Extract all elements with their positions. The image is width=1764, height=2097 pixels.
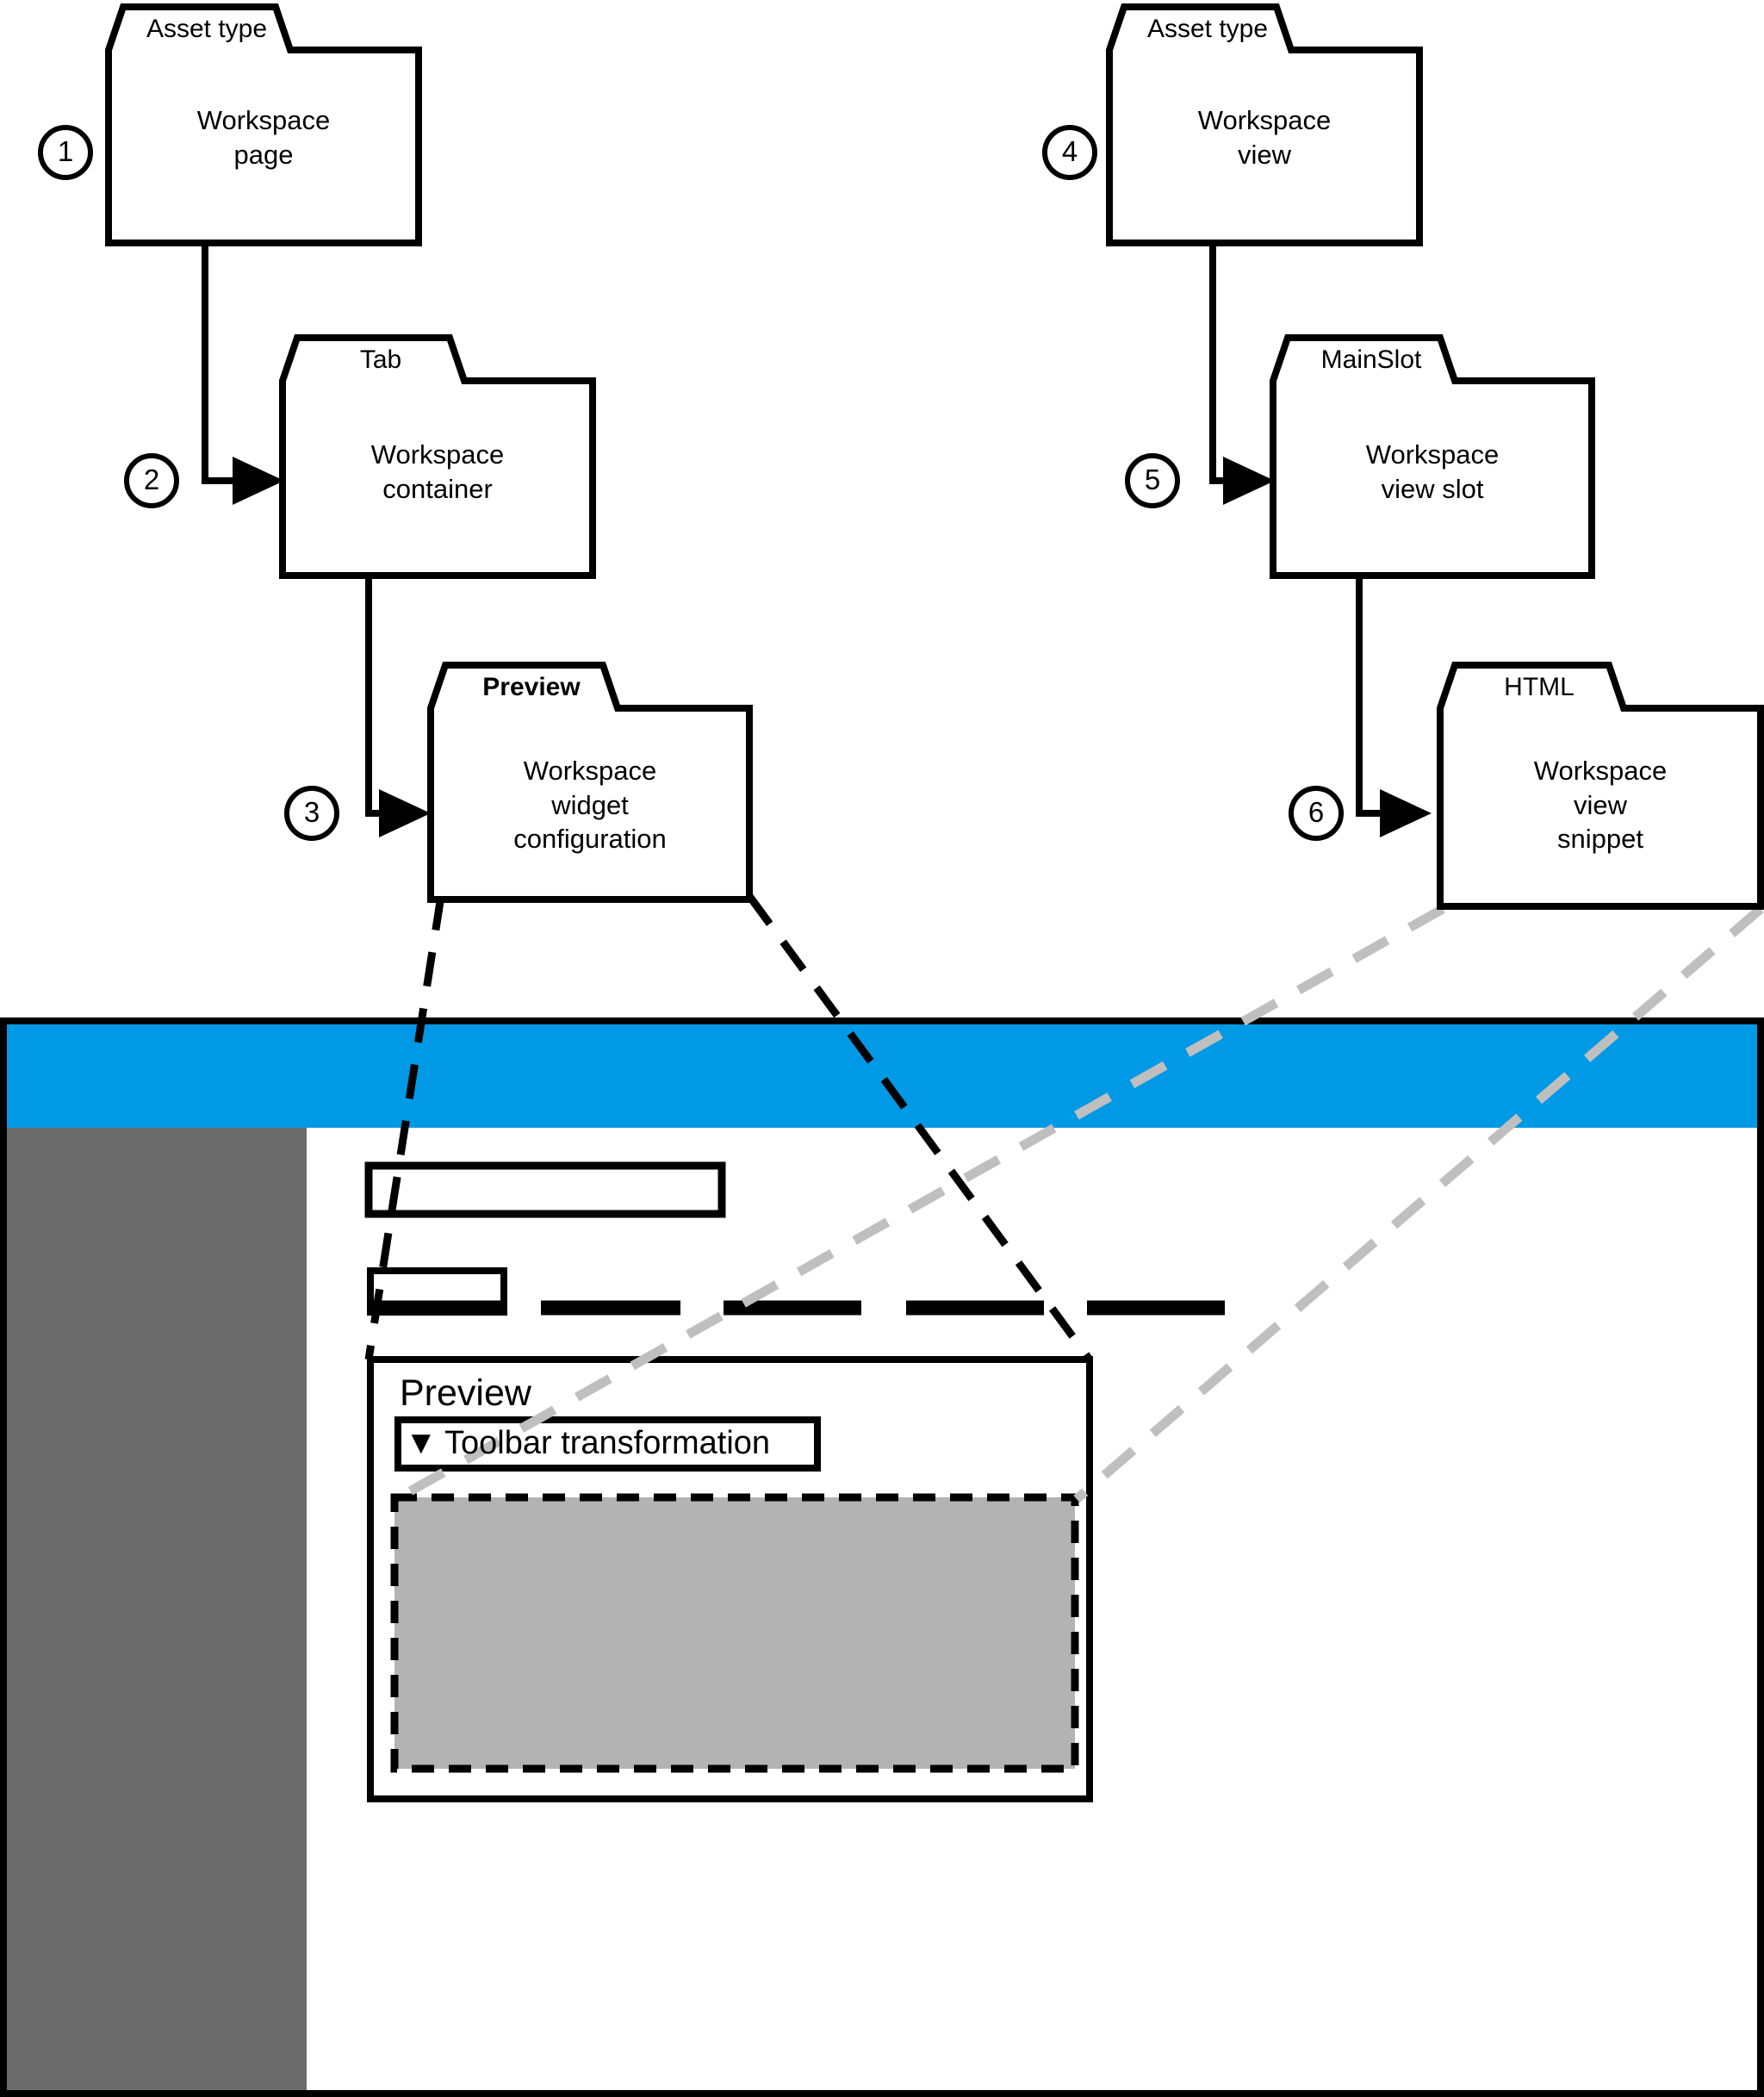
edge-page-to-container: [202, 243, 284, 505]
mockup-window: [0, 1017, 1764, 2097]
leader-lines-gray: [394, 905, 1764, 1503]
leader-snippet-left: [394, 905, 1445, 1503]
step-circle-4: [1042, 125, 1097, 180]
step-number-3: 3: [303, 796, 320, 828]
step-circle-3: [284, 786, 339, 841]
node-workspace-widget-configuration: [427, 662, 753, 903]
node-workspace-view-slot: [1270, 334, 1595, 579]
node-workspace-page: [105, 3, 422, 246]
step-circle-2: [124, 453, 179, 508]
leader-snippet-right: [1073, 905, 1764, 1503]
mockup-preview-title: Preview: [400, 1372, 531, 1414]
step-number-4: 4: [1061, 135, 1078, 167]
edge-view-to-viewslot: [1209, 243, 1275, 505]
edge-viewslot-to-snippet: [1356, 576, 1432, 837]
leader-lines-black: [364, 893, 1093, 1362]
mockup-dropdown-caret-icon[interactable]: ▼: [405, 1425, 438, 1461]
leader-widgetconfig-right: [746, 893, 1093, 1362]
edge-container-to-widgetconfig: [365, 576, 431, 837]
mockup-dropdown-label[interactable]: Toolbar transformation: [444, 1425, 771, 1461]
mockup-widget-placeholder: [390, 1493, 1079, 1773]
leader-widgetconfig-left: [364, 895, 445, 1360]
node-workspace-container: [279, 334, 596, 579]
step-circles: [38, 125, 1344, 841]
step-number-5: 5: [1144, 464, 1161, 495]
step-number-2: 2: [143, 464, 160, 495]
mockup-header-bar: [7, 1024, 1757, 1128]
mockup-breadcrumb-field: [364, 1161, 726, 1218]
node-workspace-view-snippet: [1437, 662, 1764, 910]
step-circle-6: [1289, 786, 1344, 841]
step-number-6: 6: [1307, 796, 1325, 828]
step-number-1: 1: [57, 135, 74, 167]
node-workspace-view: [1106, 3, 1423, 246]
mockup-sidebar: [7, 1128, 307, 2090]
step-circle-5: [1125, 453, 1180, 508]
step-circle-1: [38, 125, 93, 180]
